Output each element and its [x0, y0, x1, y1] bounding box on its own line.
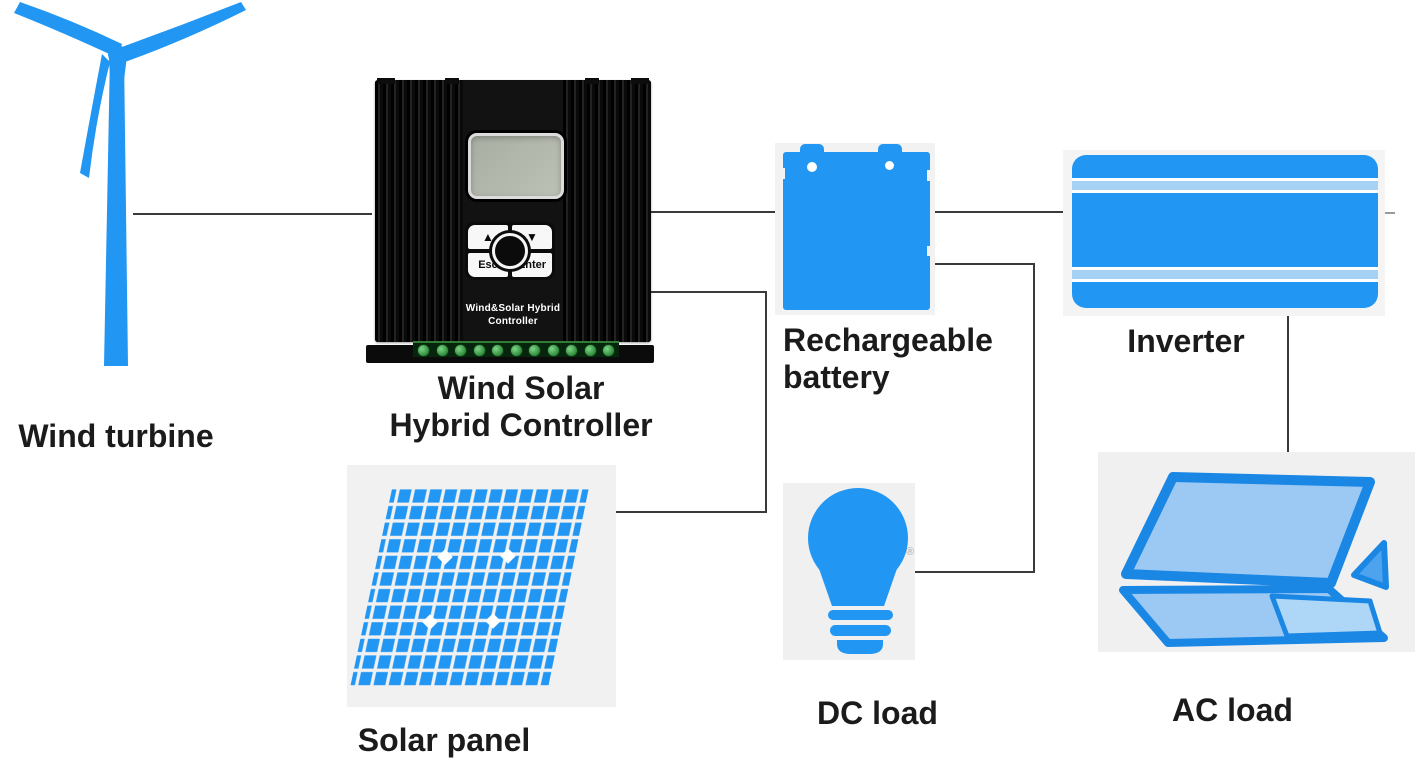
- bulb-thread-stripe: [828, 610, 893, 620]
- battery-terminal-dot: [807, 162, 817, 172]
- mount-ear: [585, 78, 599, 84]
- terminal-screw: [583, 343, 597, 357]
- ac-load-laptop-icon: [1098, 452, 1415, 652]
- turbine-pole: [104, 55, 128, 366]
- laptop-right-wedge: [1351, 540, 1389, 590]
- wire-battery-to-dcload-h1: [930, 263, 1035, 265]
- terminal-screw: [435, 343, 449, 357]
- turbine-hub: [108, 45, 126, 63]
- battery-label: Rechargeable battery: [783, 322, 1043, 396]
- battery-body: [783, 152, 930, 310]
- battery-notch: [779, 168, 785, 179]
- inverter-icon: [1060, 148, 1390, 318]
- bulb-base-cap: [837, 640, 883, 654]
- controller-body: ▲ ▼ Esc Enter Wind&Solar Hybrid Controll…: [375, 78, 651, 342]
- turbine-blade-upleft: [14, 2, 122, 58]
- terminal-screw: [546, 343, 560, 357]
- wind-turbine-icon: [14, 2, 246, 366]
- bulb-neck: [816, 560, 900, 606]
- battery-terminal-dot: [885, 161, 894, 170]
- terminal-screw: [565, 343, 578, 357]
- wire-inverter-to-acload: [1287, 306, 1289, 479]
- inverter-stripe-bottom: [1072, 267, 1378, 282]
- lcd-screen: [468, 133, 564, 199]
- wind-turbine-label: Wind turbine: [18, 418, 214, 454]
- button-pad: ▲ ▼ Esc Enter: [465, 222, 555, 280]
- terminal-screw: [491, 343, 504, 357]
- wire-controller-to-battery: [651, 211, 783, 213]
- battery-notch: [927, 170, 933, 181]
- terminal-screw: [602, 343, 615, 357]
- wire-controller-to-solar-v: [765, 291, 767, 513]
- solar-panel-label: Solar panel: [357, 722, 531, 758]
- registered-mark: ®: [906, 546, 915, 558]
- wire-inverter-right-stub: [1378, 212, 1395, 214]
- device-print-line2: Controller: [488, 316, 538, 327]
- device-print-title: Wind&Solar Hybrid Controller: [375, 302, 651, 328]
- wire-battery-to-dcload-v: [1033, 263, 1035, 573]
- battery-notch: [927, 246, 933, 256]
- wire-controller-to-solar-h2: [567, 511, 767, 513]
- heatsink-fins-right: [563, 80, 651, 342]
- battery-icon: [770, 138, 940, 318]
- laptop-lid: [1121, 472, 1375, 588]
- controller-label-line2: Hybrid Controller: [389, 407, 653, 443]
- wire-battery-to-dcload-h2: [898, 571, 1035, 573]
- dc-load-label: DC load: [817, 695, 938, 731]
- mount-ear: [631, 78, 649, 84]
- battery-label-line1: Rechargeable: [783, 322, 993, 358]
- controller-device-icon: ▲ ▼ Esc Enter Wind&Solar Hybrid Controll…: [362, 76, 658, 366]
- mount-ear: [377, 78, 395, 84]
- solar-panel-grid: [350, 487, 589, 688]
- terminal-screw: [472, 343, 486, 357]
- terminal-strip: [413, 341, 619, 357]
- inverter-label: Inverter: [1127, 323, 1245, 359]
- turbine-blade-down: [80, 54, 110, 178]
- down-arrow-icon: ▼: [526, 230, 538, 244]
- laptop-trackpad-panel: [1269, 593, 1383, 639]
- heatsink-fins-left: [375, 80, 463, 342]
- wire-controller-to-solar-h1: [651, 291, 767, 293]
- terminal-screw: [417, 343, 430, 357]
- mount-ear: [445, 78, 459, 84]
- device-print-line1: Wind&Solar Hybrid: [465, 303, 561, 314]
- controller-label-line1: Wind Solar: [437, 370, 605, 406]
- dc-load-bulb-icon: [783, 483, 915, 660]
- terminal-screw: [528, 343, 541, 357]
- enter-button-label: Enter: [517, 259, 547, 271]
- inverter-stripe-top: [1072, 178, 1378, 193]
- wire-battery-to-inverter: [930, 211, 1072, 213]
- center-knob: [492, 233, 528, 269]
- terminal-screw: [454, 343, 467, 357]
- wire-turbine-to-controller: [133, 213, 372, 215]
- ac-load-label: AC load: [1172, 692, 1293, 728]
- battery-label-line2: battery: [783, 359, 890, 395]
- bulb-thread-stripe: [830, 625, 891, 636]
- solar-panel-icon: [347, 465, 616, 707]
- up-arrow-icon: ▲: [482, 230, 494, 244]
- controller-label: Wind Solar Hybrid Controller: [340, 370, 702, 444]
- turbine-blade-upright: [119, 2, 246, 62]
- esc-button-label: Esc: [478, 259, 498, 271]
- terminal-screw: [509, 343, 523, 357]
